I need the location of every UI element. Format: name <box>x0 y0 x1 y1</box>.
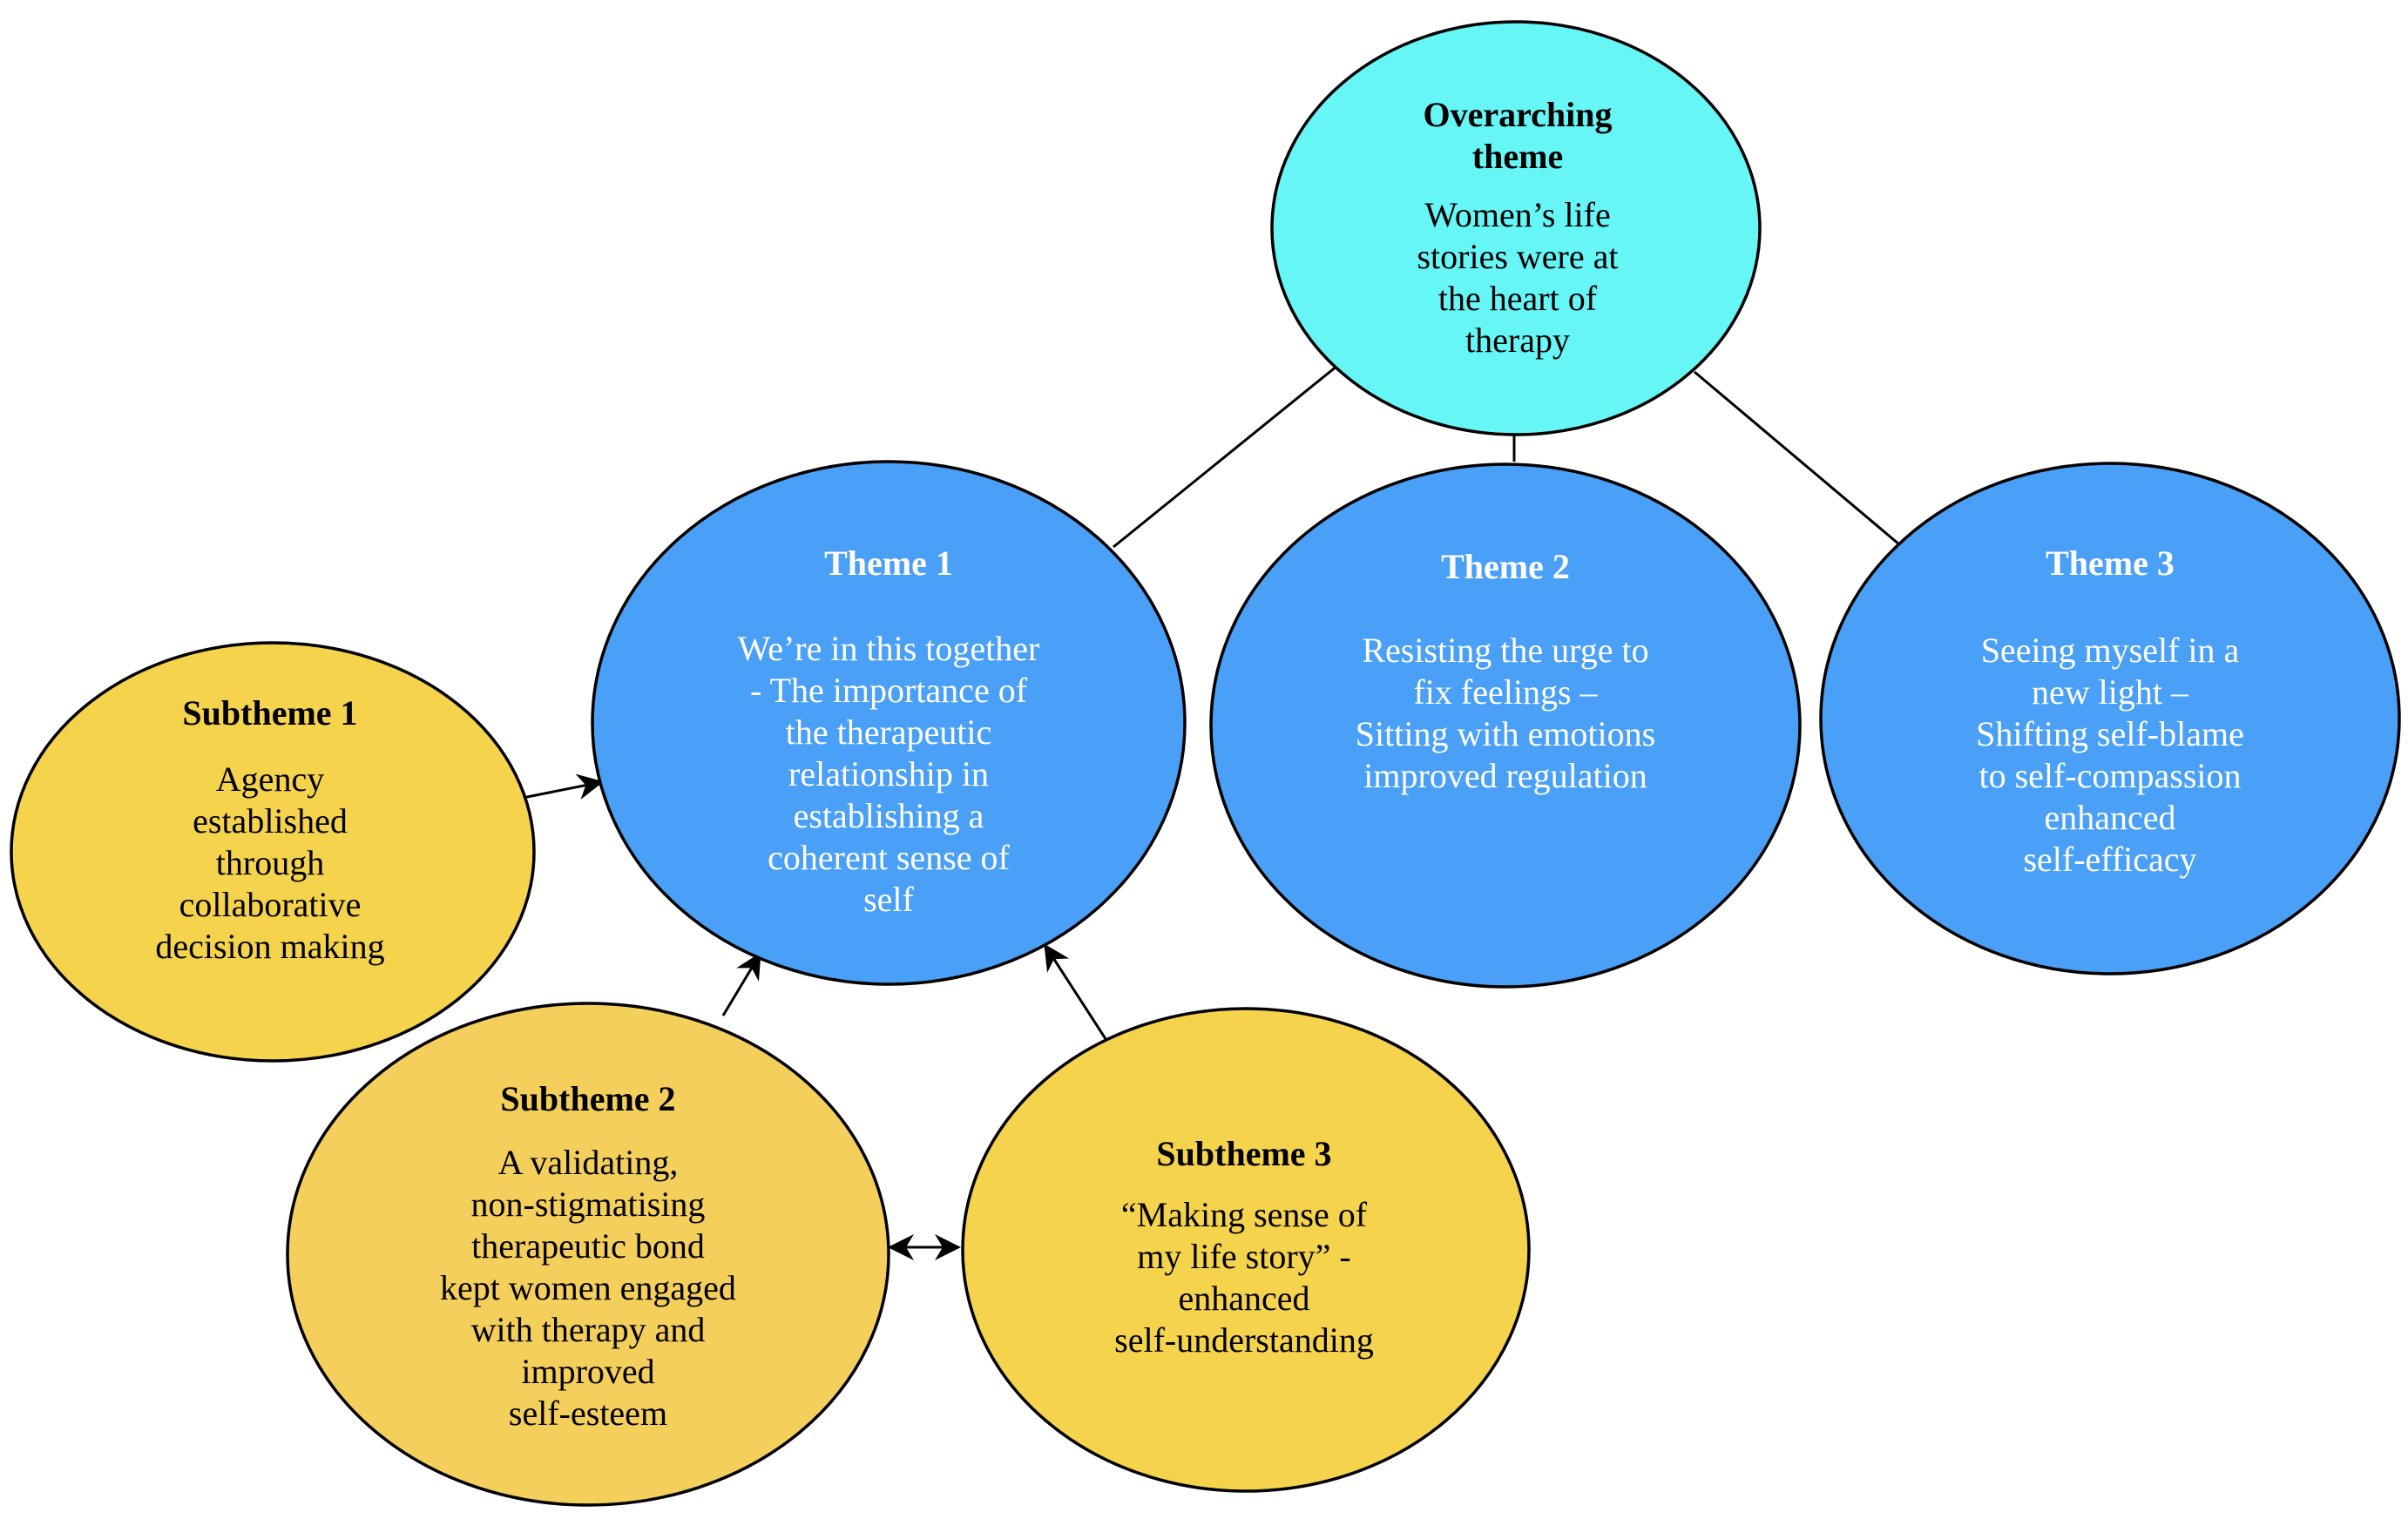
theme3-body-line: new light – <box>2032 672 2189 712</box>
theme1-text: Theme 1 We’re in this together- The impor… <box>738 543 1040 919</box>
theme2-body-line: fix feelings – <box>1413 672 1598 712</box>
subtheme3-body-line: “Making sense of <box>1121 1195 1368 1234</box>
subtheme1-body-line: established <box>193 801 348 841</box>
theme1-body-line: - The importance of <box>750 671 1028 710</box>
theme1-body-line: We’re in this together <box>738 629 1040 668</box>
connector-overarching-theme1 <box>1113 364 1338 549</box>
subtheme1-body-line: decision making <box>155 927 384 966</box>
arrow-subtheme1-to-theme1 <box>522 773 604 800</box>
arrow-subtheme3-to-theme1 <box>1044 943 1113 1048</box>
theme1-body-line: establishing a <box>794 796 984 835</box>
theme1-body-line: relationship in <box>788 754 989 793</box>
arrow-subtheme2-to-theme1 <box>721 952 761 1016</box>
overarching-title-line: theme <box>1472 137 1563 176</box>
theme1-body-line: coherent sense of <box>768 838 1010 877</box>
theme1-body-line: self <box>863 880 914 919</box>
subtheme3-body-line: enhanced <box>1178 1279 1309 1318</box>
overarching-body-line: stories were at <box>1417 237 1618 276</box>
subtheme2-body-line: A validating, <box>498 1143 679 1182</box>
theme3-body-line: Seeing myself in a <box>1981 631 2240 670</box>
theme2-body-line: Resisting the urge to <box>1362 631 1648 670</box>
subtheme2-body-line: with therapy and <box>471 1310 706 1349</box>
theme3-body-line: enhanced <box>2044 798 2175 837</box>
subtheme2-body-line: therapeutic bond <box>471 1226 705 1266</box>
theme2-ellipse <box>1209 462 1802 989</box>
theme3-body-line: to self-compassion <box>1978 756 2241 795</box>
theme3-body-line: Shifting self-blame <box>1976 714 2244 753</box>
overarching-body-line: the heart of <box>1438 279 1598 318</box>
theme2-body-line: improved regulation <box>1363 756 1647 795</box>
theme1-ellipse <box>591 460 1187 986</box>
subtheme2-body-line: kept women engaged <box>440 1268 736 1307</box>
subtheme1-body-line: Agency <box>216 760 324 799</box>
subtheme1-body-line: collaborative <box>179 885 362 924</box>
subtheme2-body-line: improved <box>521 1352 654 1391</box>
overarching-title-line: Overarching <box>1423 95 1612 134</box>
subtheme1-ellipse <box>10 641 536 1063</box>
overarching-body-line: Women’s life <box>1424 195 1610 234</box>
theme3-body-line: self-efficacy <box>2023 840 2196 879</box>
subtheme2-title-line: Subtheme 2 <box>500 1079 675 1118</box>
subtheme3-body-line: self-understanding <box>1114 1320 1374 1360</box>
theme3-title-line: Theme 3 <box>2046 543 2175 583</box>
theme2-body-line: Sitting with emotions <box>1356 714 1655 753</box>
theme1-body-line: the therapeutic <box>786 712 992 752</box>
overarching-theme-ellipse <box>1270 20 1762 436</box>
theme3-ellipse <box>1819 462 2401 976</box>
theme2-title-line: Theme 2 <box>1441 547 1570 586</box>
subtheme2-body-line: non-stigmatising <box>471 1185 706 1224</box>
subtheme1-body-line: through <box>216 843 324 882</box>
subtheme3-title-line: Subtheme 3 <box>1156 1134 1331 1173</box>
subtheme1-title-line: Subtheme 1 <box>182 693 357 732</box>
subtheme2-ellipse <box>286 1002 890 1507</box>
subtheme2-body-line: self-esteem <box>509 1394 667 1433</box>
overarching-body-line: therapy <box>1465 321 1570 360</box>
subtheme3-ellipse <box>961 1007 1531 1493</box>
connector-overarching-theme3 <box>1694 370 1900 546</box>
subtheme3-body-line: my life story” - <box>1137 1237 1351 1276</box>
theme1-title-line: Theme 1 <box>824 543 953 583</box>
